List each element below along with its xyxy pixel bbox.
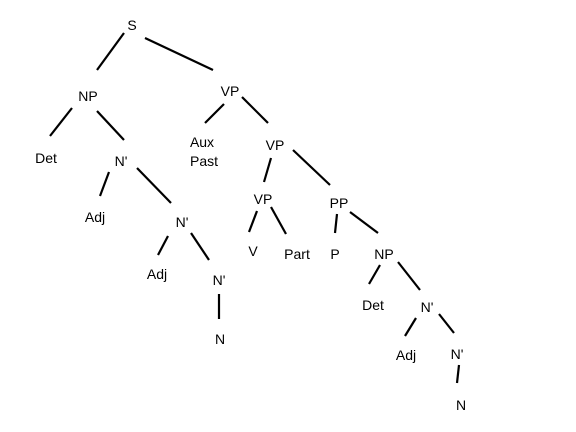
branch-nbar4-adj — [404, 317, 417, 337]
branch-s-vp — [144, 37, 214, 71]
node-det: Det — [35, 150, 57, 166]
branch-vp2-vp3 — [262, 157, 273, 183]
node-p: P — [330, 246, 339, 262]
branch-nbar-nbar — [136, 167, 172, 204]
node-pp: PP — [330, 195, 349, 211]
branch-nbar2-adj — [157, 235, 169, 256]
branch-pp-np2 — [349, 211, 379, 234]
node-nbar: N' — [213, 272, 226, 288]
node-nbar: N' — [115, 153, 128, 169]
node-nbar: N' — [421, 299, 434, 315]
branch-np-det — [49, 107, 73, 137]
branch-np-nbar — [96, 110, 125, 141]
branch-np2-det — [368, 264, 381, 285]
node-vp: VP — [266, 137, 285, 153]
node-det: Det — [362, 297, 384, 313]
node-nbar: N' — [176, 214, 189, 230]
branch-vp2-pp — [292, 149, 331, 186]
branch-vp3-v — [247, 210, 259, 233]
branch-pp-p — [333, 213, 339, 234]
branch-nbar-adj — [98, 171, 111, 197]
branch-nbar4-nbar — [438, 313, 455, 334]
node-aux: Aux — [190, 134, 214, 150]
node-s: S — [127, 17, 136, 33]
node-adj: Adj — [85, 209, 105, 225]
branch-s-np — [96, 32, 125, 71]
node-adj: Adj — [147, 266, 167, 282]
node-nbar: N' — [451, 346, 464, 362]
node-vp: VP — [254, 191, 273, 207]
tree-nodes: S NP VP Det N' Aux Past VP Adj N' VP PP … — [35, 17, 466, 413]
branch-vp3-part — [270, 206, 287, 235]
node-np: NP — [374, 246, 393, 262]
branch-vp-vp — [241, 96, 269, 124]
node-past: Past — [190, 153, 218, 169]
branch-nbar2-nbar — [190, 232, 210, 261]
node-vp: VP — [221, 83, 240, 99]
node-part: Part — [284, 246, 310, 262]
node-n: N — [215, 331, 225, 347]
node-np: NP — [78, 88, 97, 104]
branch-nbar5-n — [455, 364, 461, 384]
branch-np2-nbar — [397, 261, 421, 291]
node-n: N — [456, 397, 466, 413]
branch-vp-aux — [204, 103, 225, 124]
tree-branches — [49, 32, 461, 384]
node-v: V — [248, 243, 258, 259]
node-adj: Adj — [396, 347, 416, 363]
